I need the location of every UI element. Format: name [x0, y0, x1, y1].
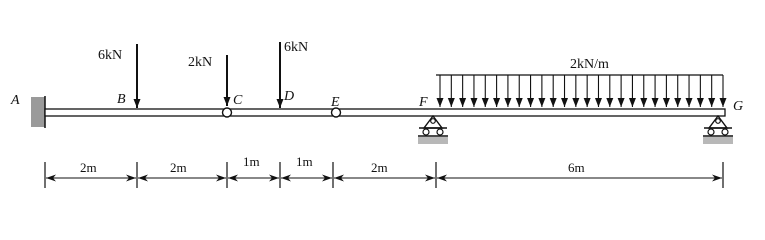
label-a: A: [10, 93, 20, 108]
label-d: D: [283, 89, 294, 104]
beam: [44, 108, 726, 117]
label-b: B: [117, 92, 126, 107]
beam-diagram: A B C D E F G 6kN 2kN 6kN 2kN/m 2m 2m 1m…: [10, 40, 743, 188]
dim-label-5: 2m: [371, 160, 388, 175]
label-f: F: [418, 95, 428, 110]
dimension-line: [44, 162, 724, 188]
fixed-support-icon: [31, 96, 46, 128]
load-label-q: 2kN/m: [570, 57, 609, 72]
dim-label-6: 6m: [568, 160, 585, 175]
roller-support-icon-g: [703, 114, 733, 144]
dim-label-4: 1m: [296, 154, 313, 169]
load-label-b: 6kN: [98, 48, 122, 63]
distributed-load: [436, 74, 727, 107]
dim-label-3: 1m: [243, 154, 260, 169]
dim-label-1: 2m: [80, 160, 97, 175]
label-g: G: [733, 99, 743, 114]
load-label-d: 6kN: [284, 40, 308, 55]
hinge-icon-c: [221, 107, 233, 118]
label-e: E: [330, 95, 340, 110]
dim-label-2: 2m: [170, 160, 187, 175]
label-c: C: [233, 93, 243, 108]
roller-support-icon-f: [418, 114, 448, 144]
hinge-icon-e: [330, 107, 342, 118]
load-label-c: 2kN: [188, 55, 212, 70]
